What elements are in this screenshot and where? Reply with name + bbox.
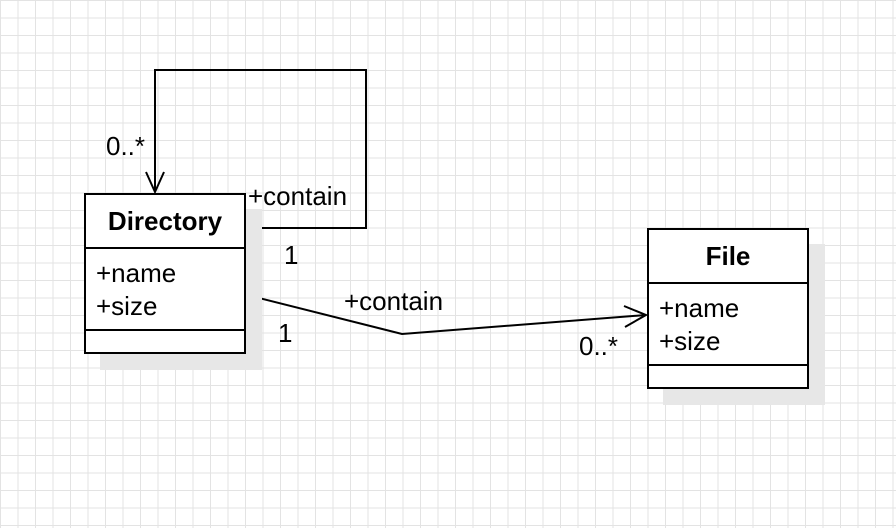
attribute: +name [96, 258, 177, 288]
self-association-arrowhead [145, 171, 165, 195]
self-association-target-multiplicity: 0..* [106, 131, 146, 161]
directory-file-arrowhead [623, 305, 649, 328]
class-file-name: File [649, 230, 807, 284]
class-file[interactable]: File +name +size [647, 228, 809, 389]
class-directory-name: Directory [86, 195, 244, 249]
attribute: +name [659, 293, 740, 323]
attribute: +size [659, 326, 721, 356]
directory-file-association-edge[interactable] [246, 294, 647, 336]
attribute: +size [96, 291, 158, 321]
class-directory[interactable]: Directory +name +size [84, 193, 246, 354]
class-directory-operations [86, 331, 244, 351]
self-association-role-label: +contain [248, 181, 348, 211]
directory-file-role-label: +contain [344, 286, 444, 316]
directory-file-source-multiplicity: 1 [278, 318, 293, 348]
class-file-attributes: +name +size [649, 284, 807, 366]
self-association-edge[interactable] [154, 69, 367, 229]
self-association-source-multiplicity: 1 [284, 240, 299, 270]
directory-file-target-multiplicity: 0..* [579, 331, 619, 361]
class-file-operations [649, 366, 807, 386]
class-directory-attributes: +name +size [86, 249, 244, 331]
